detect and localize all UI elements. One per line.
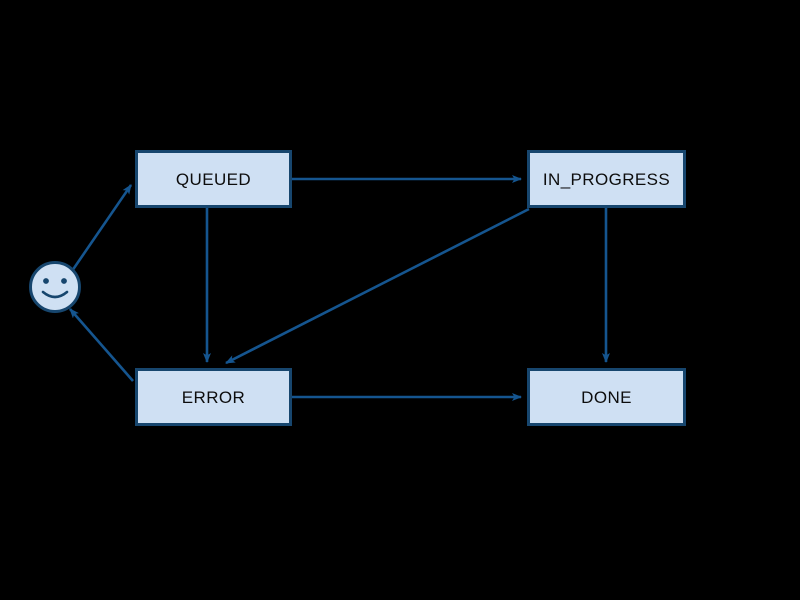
smiley-left-eye-icon <box>43 278 49 284</box>
state-label-queued: QUEUED <box>175 169 252 189</box>
edge-inprogress-to-error <box>225 207 530 365</box>
state-label-error: ERROR <box>181 387 246 407</box>
smiley-face-icon <box>29 261 81 313</box>
state-node-done[interactable]: DONE <box>527 368 686 426</box>
start-end-node[interactable] <box>29 261 81 313</box>
state-label-done: DONE <box>581 387 632 407</box>
state-node-error[interactable]: ERROR <box>135 368 292 426</box>
edge-error-to-start <box>69 308 134 382</box>
smiley-right-eye-icon <box>61 278 67 284</box>
edge-start-to-queued <box>70 184 133 272</box>
state-node-in-progress[interactable]: IN_PROGRESS <box>527 150 686 208</box>
state-node-queued[interactable]: QUEUED <box>135 150 292 208</box>
smiley-mouth-icon <box>41 290 69 299</box>
state-label-in-progress: IN_PROGRESS <box>542 169 671 189</box>
